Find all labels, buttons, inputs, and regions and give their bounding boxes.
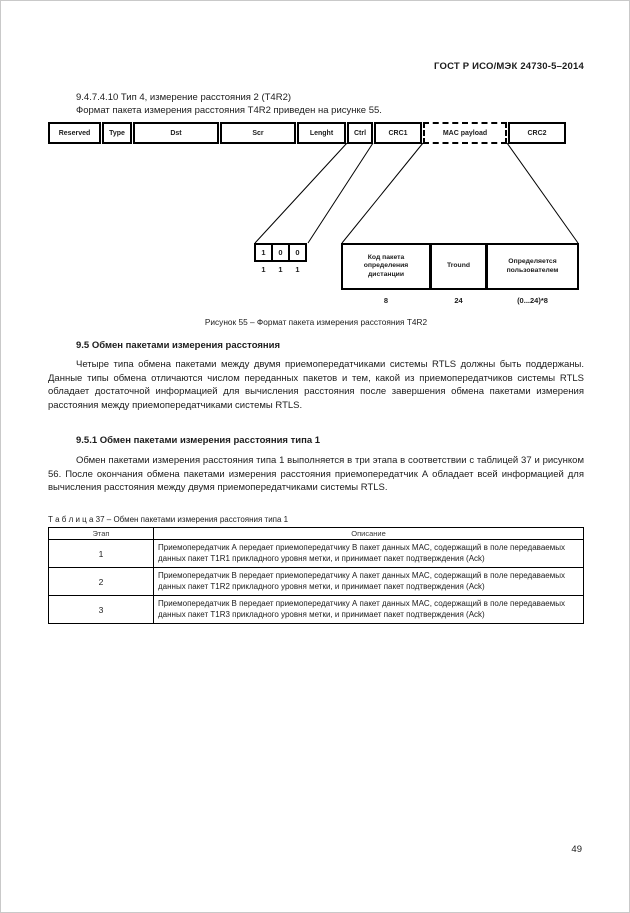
clause-intro-text: Формат пакета измерения расстояния T4R2 …	[76, 105, 382, 116]
figure-55-caption: Рисунок 55 – Формат пакета измерения рас…	[204, 317, 428, 327]
document-header: ГОСТ Р ИСО/МЭК 24730-5–2014	[434, 61, 584, 72]
figure-expansion-lines	[254, 142, 579, 244]
ctrl-bit-value: 0	[288, 243, 307, 262]
payload-part-packet-code: Код пакета определения дистанции	[341, 243, 431, 290]
section-9-5-paragraph: Четыре типа обмена пакетами между двумя …	[48, 359, 584, 411]
payload-part-tround: Tround	[430, 243, 487, 290]
stage-cell: 3	[48, 595, 154, 624]
section-9-5-heading: 9.5 Обмен пакетами измерения расстояния	[76, 340, 281, 351]
stage-cell: 2	[48, 567, 154, 596]
table-header-row: Этап Описание	[48, 527, 584, 540]
description-cell: Приемопередатчик А передает приемопереда…	[153, 539, 584, 568]
payload-part-size: 24	[454, 296, 463, 305]
packet-field-crc2: CRC2	[508, 122, 566, 144]
table-row: 3 Приемопередатчик В передает приемопере…	[48, 595, 584, 624]
packet-field-scr: Scr	[220, 122, 296, 144]
table-row: 1 Приемопередатчик А передает приемопере…	[48, 539, 584, 568]
figure-55-diagram: Reserved Type Dst Scr Lenght Ctrl CRC1 M…	[48, 122, 584, 318]
table-37-caption: Т а б л и ц а 37 – Обмен пакетами измере…	[48, 515, 289, 524]
page-number: 49	[571, 844, 582, 855]
section-9-5-1-paragraph: Обмен пакетами измерения расстояния типа…	[48, 455, 584, 494]
payload-part-size: (0...24)*8	[517, 296, 548, 305]
description-cell: Приемопередатчик В передает приемопереда…	[153, 567, 584, 596]
table-37: Этап Описание 1 Приемопередатчик А перед…	[48, 527, 584, 624]
table-row: 2 Приемопередатчик В передает приемопере…	[48, 567, 584, 596]
table-header-description: Описание	[153, 527, 584, 540]
packet-field-type: Type	[102, 122, 132, 144]
ctrl-bit-width: 1	[295, 265, 300, 274]
payload-part-user-defined: Определяется пользователем	[486, 243, 579, 290]
payload-part-size: 8	[383, 296, 389, 305]
description-cell: Приемопередатчик В передает приемопереда…	[153, 595, 584, 624]
table-header-stage: Этап	[48, 527, 154, 540]
packet-field-reserved: Reserved	[48, 122, 101, 144]
packet-field-dst: Dst	[133, 122, 219, 144]
packet-field-crc1: CRC1	[374, 122, 422, 144]
clause-heading-9-4-7-4-10: 9.4.7.4.10 Тип 4, измерение расстояния 2…	[76, 92, 292, 103]
ctrl-bit-width: 1	[278, 265, 283, 274]
packet-field-lenght: Lenght	[297, 122, 346, 144]
stage-cell: 1	[48, 539, 154, 568]
section-9-5-1-heading: 9.5.1 Обмен пакетами измерения расстояни…	[76, 435, 321, 446]
packet-field-mac-payload: MAC payload	[423, 122, 507, 144]
packet-field-ctrl: Ctrl	[347, 122, 373, 144]
ctrl-bit-width: 1	[261, 265, 266, 274]
